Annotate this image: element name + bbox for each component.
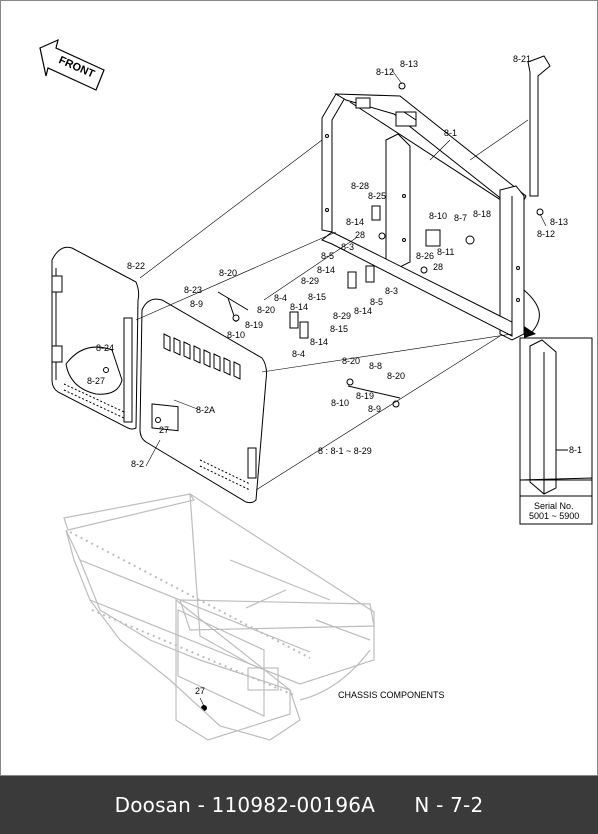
callout-c-8-7: 8-7 <box>454 213 467 223</box>
callout-c-8-28: 8-28 <box>351 181 369 191</box>
callout-c-8-20a: 8-20 <box>219 268 237 278</box>
callout-c-8-14a: 8-14 <box>346 217 364 227</box>
callout-c-8-15b: 8-15 <box>330 324 348 334</box>
callout-c-8-26: 8-26 <box>416 251 434 261</box>
callout-c-8-20c: 8-20 <box>342 356 360 366</box>
callout-c-8-27: 8-27 <box>87 376 105 386</box>
callout-c-8-22: 8-22 <box>127 261 145 271</box>
chassis-components-label: CHASSIS COMPONENTS <box>338 690 445 700</box>
assembly-range-note: 8 : 8-1 ~ 8-29 <box>318 446 372 456</box>
page-reference: N - 7-2 <box>414 793 484 817</box>
leader-lines <box>135 69 547 707</box>
callout-c-8-19a: 8-19 <box>245 320 263 330</box>
callout-c-8-19b: 8-19 <box>356 391 374 401</box>
callout-c-8-4b: 8-4 <box>292 349 305 359</box>
callout-c-8-3a: 8-3 <box>341 242 354 252</box>
callout-c-8-10b: 8-10 <box>227 330 245 340</box>
front-arrow-icon: FRONT <box>39 38 105 91</box>
callout-c-8-4a: 8-4 <box>274 293 287 303</box>
callout-c-8-25: 8-25 <box>368 191 386 201</box>
vertical-bar-8-21 <box>527 55 551 197</box>
callout-c-8-14b: 8-14 <box>317 265 335 275</box>
callout-c-8-5b: 8-5 <box>370 297 383 307</box>
callout-c-8-24: 8-24 <box>96 343 114 353</box>
side-panel-8-2 <box>139 298 267 504</box>
callout-c-8-14d: 8-14 <box>354 306 372 316</box>
brand-name: Doosan <box>114 793 192 817</box>
callout-c-8-5a: 8-5 <box>321 251 334 261</box>
inset-label: 8-1 <box>569 445 582 455</box>
callout-c-8-23: 8-23 <box>184 285 202 295</box>
callout-c-8-9b: 8-9 <box>368 404 381 414</box>
exploded-view-diagram: FRONT <box>39 38 593 741</box>
footer-separator: - <box>191 793 212 817</box>
callout-c-8-14c: 8-14 <box>290 302 308 312</box>
inset-detail: 8-1 Serial No. 5001 ~ 5900 <box>519 289 593 525</box>
serial-title: Serial No. <box>534 501 574 511</box>
chassis-components <box>63 492 375 741</box>
callout-c-8-11: 8-11 <box>437 247 454 257</box>
callout-c-8-20b: 8-20 <box>257 305 275 315</box>
callout-c-8-3b: 8-3 <box>385 286 398 296</box>
callout-c-8-12a: 8-12 <box>376 67 394 77</box>
callout-c-8-13b: 8-13 <box>550 217 568 227</box>
callout-c-8-9a: 8-9 <box>190 299 203 309</box>
callout-c-8-21: 8-21 <box>513 54 531 64</box>
callout-c-8-10a: 8-10 <box>429 211 447 221</box>
footer-bar: Doosan - 110982-00196A N - 7-2 <box>0 776 598 834</box>
callout-c-8-20d: 8-20 <box>387 371 405 381</box>
serial-range: 5001 ~ 5900 <box>529 511 579 521</box>
side-panel-8-22 <box>51 246 140 430</box>
callout-c-8-14e: 8-14 <box>310 337 328 347</box>
callout-c-28a: 28 <box>355 230 365 240</box>
callout-c-8-18: 8-18 <box>473 209 491 219</box>
main-frame-8-1 <box>321 93 527 341</box>
callout-c-8-15a: 8-15 <box>308 292 326 302</box>
callout-c-8-29a: 8-29 <box>301 276 319 286</box>
callout-c-27a: 27 <box>159 425 169 435</box>
callout-c-8-29b: 8-29 <box>333 311 351 321</box>
callout-c-8-13a: 8-13 <box>400 59 418 69</box>
callout-c-8-12b: 8-12 <box>537 229 555 239</box>
footer-gap <box>375 793 414 817</box>
callout-c-8-1: 8-1 <box>444 128 457 138</box>
vent-slots <box>163 333 241 380</box>
part-number: 110982-00196A <box>211 793 376 817</box>
callout-labels: 8-21 8-12 8-13 8-1 8-288-25 8-10 8-7 8-18 8-13 8-… <box>87 54 568 696</box>
callout-c-8-2A: 8-2A <box>196 405 215 415</box>
callout-c-8-2: 8-2 <box>131 459 144 469</box>
callout-c-28b: 28 <box>433 262 443 272</box>
callout-c-27b: 27 <box>195 686 205 696</box>
callout-c-8-8: 8-8 <box>369 361 382 371</box>
callout-c-8-10c: 8-10 <box>331 398 349 408</box>
